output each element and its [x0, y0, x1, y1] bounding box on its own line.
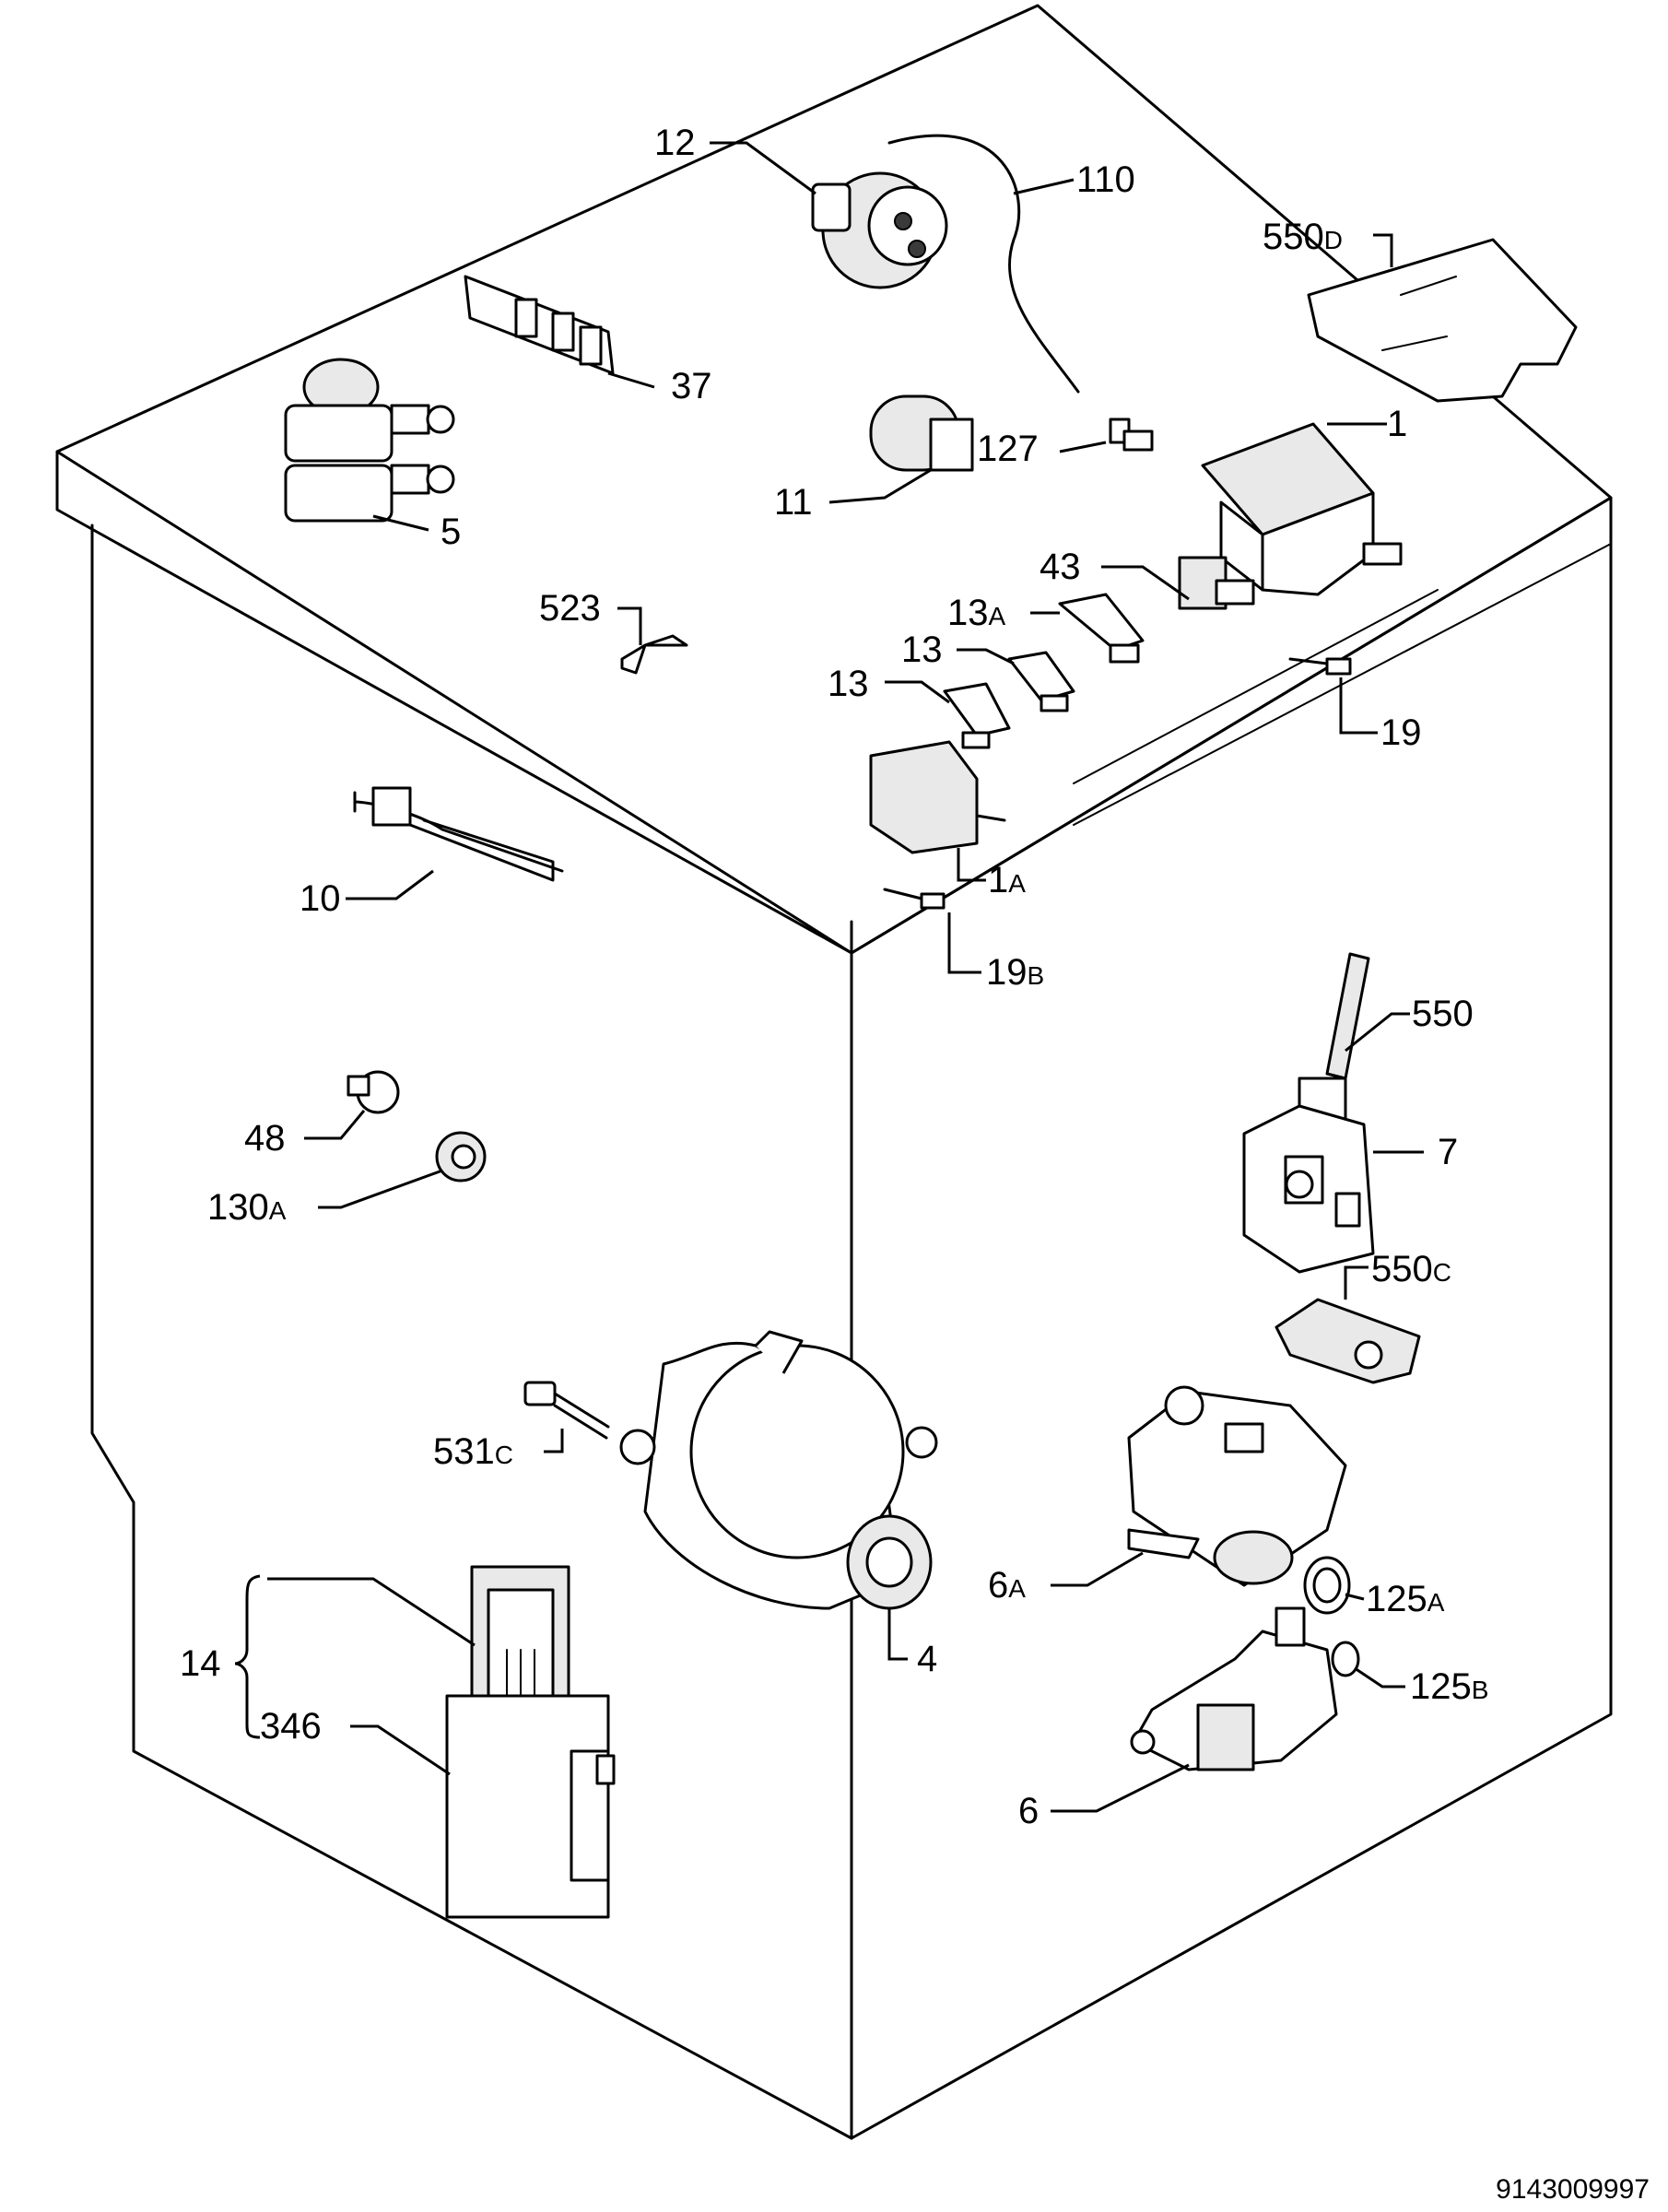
label-11: 11 [774, 482, 813, 523]
cover-plate-550d [1307, 238, 1578, 403]
label-125b: 125B [1410, 1666, 1488, 1707]
label-523: 523 [539, 588, 601, 629]
sensor-19b [883, 888, 946, 910]
seal-125b [1331, 1641, 1360, 1677]
part-550c [1274, 1298, 1421, 1384]
switch-43 [1178, 556, 1255, 610]
label-10: 10 [300, 878, 341, 919]
label-7: 7 [1438, 1132, 1458, 1172]
plug-13-upper [1007, 651, 1075, 712]
label-4: 4 [917, 1639, 937, 1679]
seal-125a [1303, 1556, 1351, 1615]
cabinet-lid-edge-right [850, 496, 1613, 955]
selector-switch-1a [869, 740, 1006, 854]
label-346: 346 [260, 1706, 322, 1747]
bolt-531c [523, 1381, 610, 1440]
clip-127 [1109, 418, 1154, 452]
label-5: 5 [440, 512, 461, 552]
cabinet-left-side [90, 524, 853, 2140]
label-1a: 1A [988, 860, 1026, 900]
pressure-hose-110 [887, 134, 1080, 394]
label-13-lower: 13 [828, 664, 869, 704]
label-550: 550 [1412, 994, 1474, 1034]
heater-element-10 [353, 786, 564, 882]
label-19b: 19B [986, 952, 1044, 993]
plug-13a [1058, 593, 1145, 664]
document-number: 9143009997 [1496, 2174, 1650, 2205]
label-6: 6 [1018, 1791, 1039, 1831]
label-13-upper: 13 [901, 629, 943, 670]
label-531c: 531C [433, 1431, 513, 1472]
clip-523 [620, 634, 688, 675]
bushing-130a [435, 1131, 487, 1182]
cabinet-lid-edge [55, 450, 853, 955]
label-550c: 550C [1371, 1249, 1451, 1289]
label-550d: 550D [1263, 217, 1343, 257]
door-lock-7 [1242, 1104, 1375, 1274]
pump-housing-6a [1127, 1385, 1347, 1587]
label-13a: 13A [947, 593, 1006, 633]
motor-4 [619, 1330, 938, 1610]
label-37: 37 [671, 366, 712, 406]
drain-pump-6 [1130, 1606, 1338, 1771]
label-125a: 125A [1366, 1579, 1445, 1619]
label-130a: 130A [207, 1187, 287, 1228]
label-43: 43 [1040, 547, 1081, 587]
pressure-switch-12 [811, 171, 948, 289]
label-1: 1 [1387, 404, 1407, 444]
label-19: 19 [1380, 712, 1422, 753]
programmer-1 [1201, 422, 1403, 596]
capacitor-11 [869, 394, 974, 472]
label-48: 48 [244, 1118, 286, 1159]
label-14: 14 [180, 1643, 221, 1684]
connector-strip-37 [464, 275, 615, 375]
label-110: 110 [1076, 159, 1135, 200]
label-6a: 6A [988, 1565, 1026, 1606]
lever-550 [1298, 952, 1370, 1122]
sensor-19 [1288, 657, 1352, 676]
cabinet-right-side [850, 542, 1613, 2140]
indicator-lamp-48 [347, 1070, 400, 1114]
inlet-valve-5 [284, 358, 455, 523]
label-12: 12 [654, 123, 696, 163]
plug-13-lower [943, 682, 1011, 749]
label-127: 127 [977, 429, 1039, 469]
callouts: 12 110 550D 37 5 127 11 1 43 13A 13 13 [180, 123, 1488, 1831]
control-panel-line [1073, 589, 1439, 784]
filter-housing-346 [445, 1694, 616, 1919]
